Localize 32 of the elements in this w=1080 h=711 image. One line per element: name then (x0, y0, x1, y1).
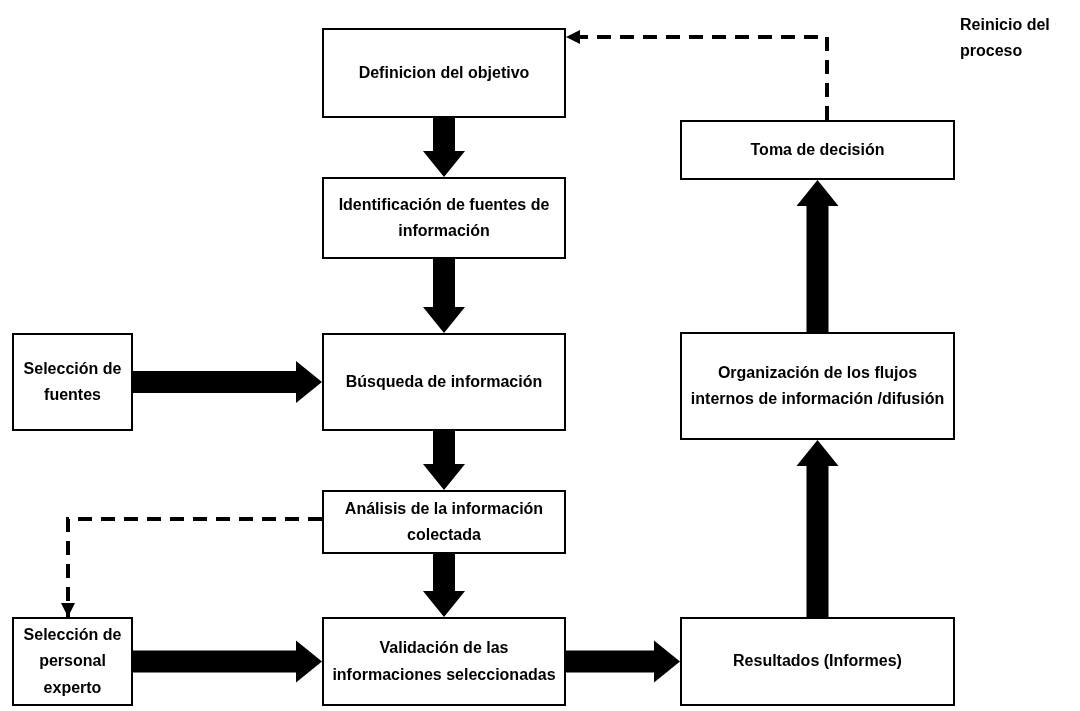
process-box (680, 617, 955, 706)
block-arrow (423, 259, 465, 333)
block-arrow (566, 640, 680, 683)
node-text: Organización de los flujos internos de información /difusión (689, 362, 946, 409)
process-box (12, 617, 133, 706)
block-arrow (133, 640, 322, 683)
process-box (680, 332, 955, 440)
node-text: Validación de las informaciones seleccionadas (331, 638, 557, 685)
node-text: Toma de decisión (750, 139, 885, 160)
node-text: Búsqueda de información (345, 371, 543, 392)
node-text: Definicion del objetivo (358, 62, 530, 83)
arrow (61, 517, 322, 617)
node-text: Identificación de fuentes de información (337, 194, 551, 241)
process-box (322, 177, 566, 259)
block-arrow (796, 180, 839, 332)
node-text: Selección de personal experto (22, 624, 123, 698)
block-arrow (423, 554, 465, 617)
node-text: Análisis de la información colectada (343, 498, 545, 545)
block-arrow (133, 361, 322, 403)
process-box (322, 28, 566, 118)
node-text: Selección de fuentes (22, 358, 123, 405)
note-text: Reinicio del proceso (960, 15, 1051, 61)
process-box (322, 490, 566, 554)
node-text: Resultados (Informes) (733, 651, 902, 672)
block-arrow (423, 118, 465, 177)
process-box (322, 333, 566, 431)
arrow (566, 30, 829, 120)
block-arrow (423, 431, 465, 490)
process-box (680, 120, 955, 180)
block-arrow (796, 440, 839, 617)
process-box (12, 333, 133, 431)
process-box (322, 617, 566, 706)
